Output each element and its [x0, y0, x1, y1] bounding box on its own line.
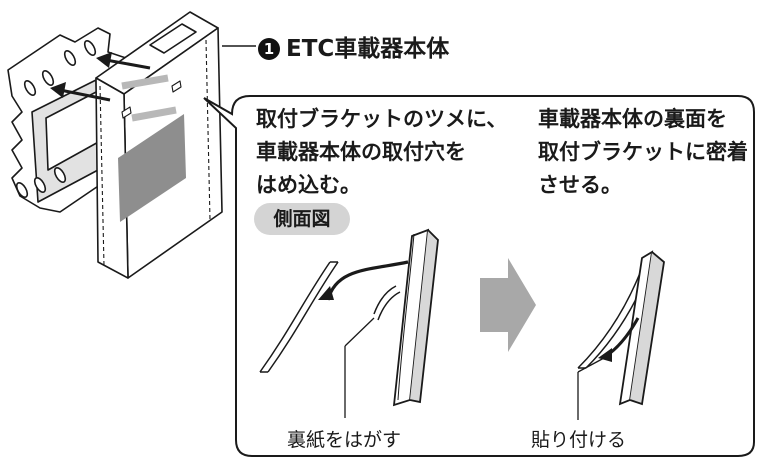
callout-label: ETC車載器本体	[286, 36, 450, 62]
caption-attach: 貼り付ける	[531, 429, 627, 451]
side-view-peel	[259, 228, 439, 418]
side-view-badge: 側面図	[254, 203, 350, 235]
instruction-panel	[203, 95, 755, 457]
side-view-attach	[577, 250, 665, 420]
step-2-text: 車載器本体の裏面を 取付ブラケットに密着 させる。	[538, 107, 748, 197]
process-arrow	[480, 258, 536, 352]
etc-unit-body	[95, 11, 223, 279]
callout-title: 1 ETC車載器本体	[258, 34, 449, 64]
caption-peel-backing: 裏紙をはがす	[287, 429, 402, 451]
callout-number: 1	[258, 38, 280, 60]
step-1-text: 取付ブラケットのツメに、 車載器本体の取付穴を はめ込む。	[256, 107, 508, 197]
insert-arrows	[50, 52, 177, 122]
